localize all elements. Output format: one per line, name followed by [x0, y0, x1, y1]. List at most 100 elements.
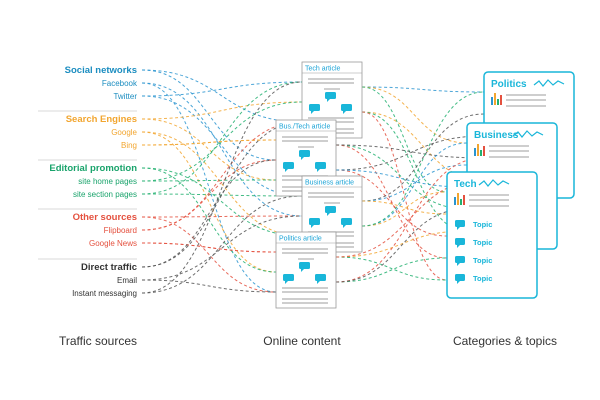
flow-line: [141, 131, 303, 237]
flow-line: [361, 164, 468, 202]
bubble-tail: [457, 227, 460, 230]
bar-chart-icon: [491, 93, 502, 105]
category-card-frame: [446, 171, 538, 299]
bubble-tail: [327, 213, 330, 216]
bubble-tail: [285, 169, 288, 172]
bubble-tail: [457, 281, 460, 284]
topic-bubble-icon: [455, 220, 465, 227]
comment-bubble-icon: [283, 162, 294, 169]
comment-bubble-icon: [309, 218, 320, 225]
bubble-tail: [343, 111, 346, 114]
flow-line: [335, 257, 448, 283]
flow-line: [335, 169, 448, 237]
source-item: site section pages: [73, 190, 137, 199]
comment-bubble-icon: [299, 262, 310, 269]
topic-label: Topic: [473, 256, 492, 265]
comment-bubble-icon: [283, 274, 294, 281]
flow-line: [335, 256, 448, 281]
comment-bubble-icon: [325, 206, 336, 213]
topic-row[interactable]: Topic: [455, 238, 492, 248]
topic-bubble-icon: [455, 256, 465, 263]
topic-label: Topic: [473, 220, 492, 229]
flow-line: [141, 216, 277, 293]
bubble-tail: [301, 157, 304, 160]
topic-row[interactable]: Topic: [455, 274, 492, 284]
flow-line: [335, 157, 485, 283]
source-item: Google: [111, 128, 137, 137]
source-header-editorial: Editorial promotion: [49, 163, 137, 174]
article-card[interactable]: Politics article: [275, 231, 337, 309]
flow-line: [141, 242, 277, 253]
source-header-search: Search Engines: [66, 114, 137, 125]
article-title: Bus./Tech article: [279, 124, 330, 131]
flow-line: [141, 215, 303, 281]
source-group-editorial: Editorial promotion site home pages site s…: [38, 159, 137, 199]
article-title: Business article: [305, 180, 354, 187]
flow-line: [141, 159, 277, 231]
bubble-tail: [317, 281, 320, 284]
flow-line: [335, 230, 468, 258]
flow-line: [335, 135, 485, 171]
category-title: Business: [474, 130, 519, 141]
footer-traffic-sources: Traffic sources: [59, 334, 137, 348]
flow-line: [141, 279, 277, 293]
topic-bubble-icon: [455, 274, 465, 281]
comment-bubble-icon: [309, 104, 320, 111]
flow-line: [361, 86, 448, 193]
source-item: Twitter: [113, 92, 137, 101]
footer-categories-topics: Categories & topics: [453, 334, 557, 348]
sparkline-icon: [533, 79, 565, 87]
flow-line: [141, 131, 277, 273]
source-item: site home pages: [78, 177, 137, 186]
bubble-tail: [457, 263, 460, 266]
source-item: Flipboard: [104, 226, 137, 235]
flow-line: [361, 111, 448, 281]
comment-bubble-icon: [299, 150, 310, 157]
source-item: Facebook: [102, 79, 138, 88]
flow-line: [141, 215, 303, 218]
flow-line: [141, 81, 303, 294]
topic-label: Topic: [473, 274, 492, 283]
flow-line: [361, 113, 485, 202]
flow-line: [335, 144, 448, 259]
flow-line: [141, 159, 277, 268]
flow-line: [361, 86, 468, 144]
flow-line: [141, 82, 303, 217]
flow-line: [141, 69, 277, 161]
flow-line: [141, 121, 303, 231]
bar-chart-icon: [454, 193, 465, 205]
flow-line: [141, 139, 277, 146]
article-title: Politics article: [279, 236, 322, 243]
flow-line: [361, 91, 485, 227]
bubble-tail: [343, 225, 346, 228]
bubble-tail: [457, 245, 460, 248]
comment-bubble-icon: [315, 162, 326, 169]
sparkline-icon: [512, 130, 544, 138]
topic-row[interactable]: Topic: [455, 220, 492, 230]
comment-bubble-icon: [341, 104, 352, 111]
flow-line: [335, 144, 485, 159]
comment-bubble-icon: [325, 92, 336, 99]
topic-bubble-icon: [455, 238, 465, 245]
bar-chart-icon: [474, 144, 485, 156]
bubble-tail: [317, 169, 320, 172]
source-item: Bing: [121, 141, 137, 150]
source-header-social: Social networks: [65, 65, 137, 76]
flow-line: [141, 193, 303, 197]
footer-online-content: Online content: [263, 334, 341, 348]
flow-line: [141, 167, 303, 237]
flow-line: [335, 208, 468, 283]
article-card-frame: [275, 231, 337, 309]
bubble-tail: [301, 269, 304, 272]
bubble-tail: [311, 225, 314, 228]
topic-row[interactable]: Topic: [455, 256, 492, 266]
